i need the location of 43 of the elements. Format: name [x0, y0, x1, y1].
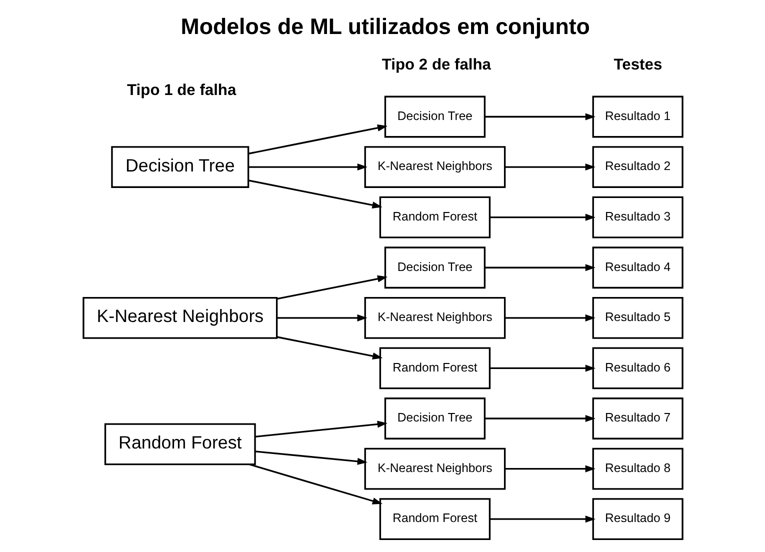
arrow	[489, 516, 595, 523]
node-box: Resultado 3	[592, 196, 683, 238]
label: Testes	[613, 56, 662, 74]
node-box: Decision Tree	[384, 246, 486, 289]
node-box: Random Forest	[378, 498, 490, 540]
arrow	[248, 164, 367, 171]
node-box: K-Nearest Neighbors	[364, 146, 506, 188]
arrow	[248, 180, 382, 209]
node-box: Resultado 8	[592, 448, 683, 490]
arrow	[489, 364, 595, 372]
label: Tipo 1 de falha	[126, 82, 236, 100]
node-box: Resultado 1	[592, 96, 683, 138]
node-box: Resultado 4	[592, 246, 683, 289]
node-box: K-Nearest Neighbors	[82, 296, 278, 339]
node-box: K-Nearest Neighbors	[364, 296, 506, 339]
arrow	[254, 420, 387, 438]
node-box: Random Forest	[378, 347, 490, 390]
node-box: K-Nearest Neighbors	[364, 448, 506, 490]
node-box: Decision Tree	[110, 146, 249, 188]
arrow	[484, 414, 595, 422]
label: Tipo 2 de falha	[381, 56, 490, 74]
node-box: Decision Tree	[384, 96, 486, 138]
node-box: Resultado 2	[592, 146, 683, 188]
arrow	[248, 464, 382, 504]
arrow	[276, 336, 382, 360]
node-box: Random Forest	[104, 423, 256, 466]
arrow	[276, 314, 367, 322]
arrow	[484, 113, 595, 120]
node-box: Resultado 7	[592, 398, 683, 440]
node-box: Resultado 6	[592, 347, 683, 390]
arrow	[254, 450, 367, 465]
arrow	[484, 264, 595, 272]
node-box: Resultado 5	[592, 296, 683, 339]
arrow	[504, 164, 595, 171]
node-box: Resultado 9	[592, 498, 683, 540]
arrow	[504, 314, 595, 322]
node-box: Decision Tree	[384, 398, 486, 440]
arrow	[504, 465, 595, 472]
arrow	[248, 124, 388, 154]
node-box: Random Forest	[378, 196, 490, 238]
diagram-title: Modelos de ML utilizados em conjunto	[180, 14, 590, 40]
arrow	[489, 214, 595, 221]
arrow	[276, 275, 388, 300]
